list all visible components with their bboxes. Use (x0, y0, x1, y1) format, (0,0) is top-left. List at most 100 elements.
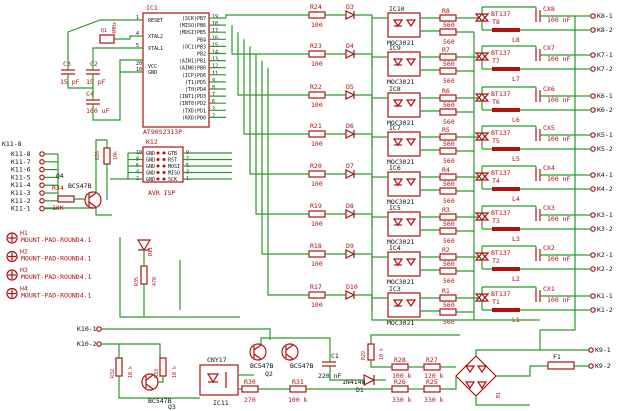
channel-r-a-value: 560 (443, 220, 455, 228)
channel-k-label-2: K4-2 (597, 185, 613, 193)
channel-r-b-value: 560 (443, 277, 455, 285)
channel-inductor-ref: L6 (512, 116, 520, 124)
channel-moc-part: MOC3021 (387, 158, 414, 166)
isp-title: AVR ISP (148, 189, 175, 197)
channel-input-resistor-ref: R24 (310, 3, 322, 11)
mcu-right-pin-label: (AIN1)PB1 (179, 59, 206, 65)
channel-r-b-value: 560 (443, 318, 455, 326)
crystal-value: 4MHz (112, 22, 118, 34)
isp-right-pin-label: MOSI (168, 164, 180, 170)
channel-led-ref: D3 (346, 3, 354, 11)
k11-pin-pad (39, 151, 45, 157)
k11-pin-pad (39, 190, 45, 196)
r25-value: 330 k (424, 396, 444, 404)
channel-input-resistor-ref: R22 (310, 83, 322, 91)
isp-right-pin-label: MISO (168, 171, 180, 177)
channel-k-label-1: K6-1 (597, 92, 613, 100)
isp-left-pin-label: GND (146, 171, 155, 177)
r35-value: 470 (152, 277, 158, 286)
mount-pad-icon (6, 250, 18, 263)
channel-ic-ref: IC8 (389, 85, 401, 93)
mcu-left-pin-label: RESET (148, 18, 163, 24)
mcu-right-pin-label: (ICP)PD6 (182, 73, 206, 79)
r28-ref: R28 (394, 356, 406, 364)
k10-2-label: K10-2 (77, 340, 97, 348)
r33-ref: R33 (154, 369, 160, 378)
channel-input-resistor-value: 100 (311, 101, 323, 109)
mcu-right-pin-number: 15 (212, 42, 218, 48)
connector-k9: K9-1 K9-2 (588, 346, 611, 370)
channel-k-label-1: K8-1 (597, 12, 613, 20)
channel-moc-part: MOC3021 (387, 39, 414, 47)
resistor-r27: R27 120 k (423, 356, 444, 380)
channel-r-b-value: 560 (443, 38, 455, 46)
cap-c2-ref: C2 (90, 60, 98, 68)
channel-moc-part: MOC3021 (387, 319, 414, 327)
channel-k-label-2: K5-2 (597, 145, 613, 153)
connector-k11: K11-8 K11-8K11-7K11-6K11-5K11-4K11-3K11-… (2, 140, 96, 213)
k11-pin-pad (39, 198, 45, 204)
ic11-ref: IC11 (213, 399, 229, 407)
f1-ref: F1 (553, 353, 561, 361)
channel-triac-part: BT137 (491, 90, 511, 98)
mcu-right-pin-label: PB2 (197, 52, 206, 58)
mcu-part: AT90S2313P (143, 128, 182, 136)
channel-cap-value: 100 nF (547, 255, 571, 263)
mcu-left-pin-number: 4 (136, 31, 139, 37)
channel-led-ref: D9 (346, 242, 354, 250)
ic11-part: CNY17 (207, 356, 227, 364)
mcu-left-pin-number: 10 (136, 67, 142, 73)
mount-pad-ref: H2 (20, 248, 28, 256)
channel-led-ref: D4 (346, 42, 354, 50)
bridge-b1: B1 (455, 355, 502, 398)
optocoupler-ic11: CNY17 IC11 (199, 356, 239, 407)
mcu-left-pin-number: 5 (136, 43, 139, 49)
r26b-ref: R26 (394, 378, 406, 386)
channel-inductor-ref: L3 (512, 235, 520, 243)
channel-input-resistor-value: 100 (311, 180, 323, 188)
r34-value: 10K (52, 204, 64, 212)
channel-led-ref: D10 (346, 283, 358, 291)
channel-led-ref: D7 (346, 162, 354, 170)
r26-value: 10k (113, 151, 119, 160)
r25-ref: R25 (426, 378, 438, 386)
channel-r-a-value: 560 (443, 260, 455, 268)
q4-ref: Q4 (56, 172, 64, 180)
channel-ic-ref: IC9 (389, 44, 401, 52)
channel-k-label-1: K5-1 (597, 131, 613, 139)
channel-cap-value: 100 nF (547, 16, 571, 24)
led-d11: D11 (136, 239, 154, 256)
channel-r-a-value: 560 (443, 101, 455, 109)
r33-value: 10 k (172, 366, 178, 378)
k9-2-label: K9-2 (595, 362, 611, 370)
mcu-right-pin-number: 3 (212, 106, 215, 112)
channel-k-label-1: K7-1 (597, 51, 613, 59)
channel-ic-ref: IC4 (389, 244, 401, 252)
mcu-right-pin-number: 2 (212, 113, 215, 119)
mcu-left-pin-label: XTAL1 (148, 46, 163, 52)
channel-triac-part: BT137 (491, 129, 511, 137)
channel-k-label-2: K3-2 (597, 225, 613, 233)
k11-pin-pad (39, 205, 45, 212)
mount-pad-ref: H4 (20, 285, 28, 293)
k11-pin-pad (39, 174, 45, 181)
channel-triac-part: BT137 (491, 290, 511, 298)
r31-value: 100 k (288, 396, 308, 404)
channel-ic-ref: IC6 (389, 164, 401, 172)
channel-triac-part: BT137 (491, 209, 511, 217)
mcu-right-pin-number: 7 (212, 92, 215, 98)
k11-pin-label: K11-2 (11, 197, 31, 205)
mount-pad-icon (6, 269, 18, 281)
q4-part: BC547B (68, 182, 92, 190)
channel-moc-part: MOC3021 (387, 278, 414, 286)
cap-c4-ref: C4 (86, 90, 94, 98)
r32-ref: R32 (110, 369, 116, 378)
channel-r-b-value: 560 (443, 118, 455, 126)
b1-ref: B1 (496, 392, 502, 398)
channel-cap-value: 100 nF (547, 175, 571, 183)
